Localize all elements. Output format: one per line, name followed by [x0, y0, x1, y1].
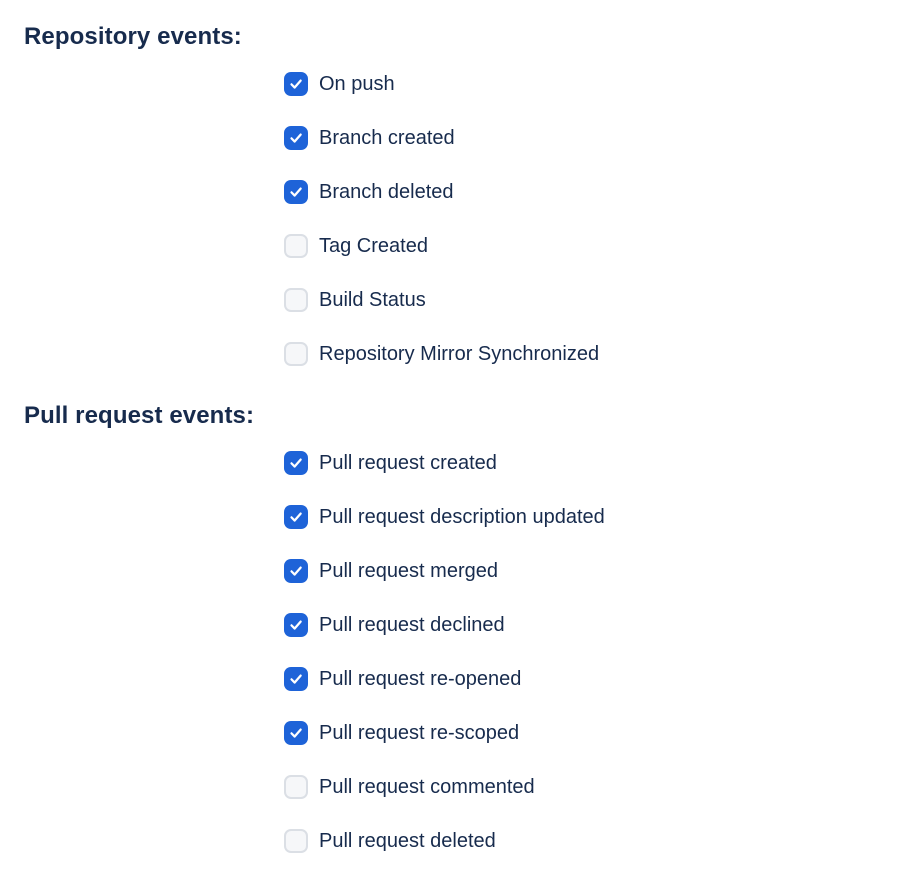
checkbox-label[interactable]: On push [319, 73, 395, 95]
checkmark-icon [290, 458, 302, 468]
checkbox-label[interactable]: Pull request declined [319, 614, 505, 636]
section-title-repository-events: Repository events: [24, 23, 242, 50]
checkbox-label[interactable]: Pull request commented [319, 776, 535, 798]
checkbox-row: Build Status [284, 273, 914, 327]
checkbox-label[interactable]: Pull request deleted [319, 830, 496, 852]
checkbox-label[interactable]: Branch created [319, 127, 455, 149]
checkmark-icon [290, 133, 302, 143]
checkmark-icon [290, 79, 302, 89]
checkmark-icon [290, 566, 302, 576]
checkbox-row: Repository Mirror Synchronized [284, 327, 914, 381]
checkbox-branch-created[interactable] [284, 126, 308, 150]
checkbox-label[interactable]: Tag Created [319, 235, 428, 257]
checkbox-label[interactable]: Pull request re-opened [319, 668, 522, 690]
checkbox-row: Pull request commented [284, 760, 914, 814]
checkbox-pull-request-declined[interactable] [284, 613, 308, 637]
checkbox-label[interactable]: Pull request created [319, 452, 497, 474]
checkbox-row: Pull request description updated [284, 490, 914, 544]
checkmark-icon [290, 674, 302, 684]
checkmark-icon [290, 187, 302, 197]
checkbox-row: Pull request re-scoped [284, 706, 914, 760]
checkbox-tag-created[interactable] [284, 234, 308, 258]
checkbox-pull-request-re-opened[interactable] [284, 667, 308, 691]
checkmark-icon [290, 512, 302, 522]
checkbox-row: Branch created [284, 111, 914, 165]
checkbox-build-status[interactable] [284, 288, 308, 312]
checkbox-on-push[interactable] [284, 72, 308, 96]
checkbox-row: Pull request re-opened [284, 652, 914, 706]
checkbox-label[interactable]: Pull request merged [319, 560, 498, 582]
section-title-pull-request-events: Pull request events: [24, 402, 255, 429]
checkbox-label[interactable]: Repository Mirror Synchronized [319, 343, 600, 365]
checkbox-pull-request-re-scoped[interactable] [284, 721, 308, 745]
checkbox-label[interactable]: Pull request re-scoped [319, 722, 520, 744]
pull-request-events-list: Pull request created Pull request descri… [284, 436, 914, 868]
checkbox-pull-request-deleted[interactable] [284, 829, 308, 853]
checkbox-label[interactable]: Build Status [319, 289, 426, 311]
checkbox-pull-request-commented[interactable] [284, 775, 308, 799]
checkbox-repository-mirror-synchronized[interactable] [284, 342, 308, 366]
checkbox-branch-deleted[interactable] [284, 180, 308, 204]
checkbox-row: Tag Created [284, 219, 914, 273]
checkbox-label[interactable]: Branch deleted [319, 181, 454, 203]
checkbox-row: Pull request deleted [284, 814, 914, 868]
checkmark-icon [290, 620, 302, 630]
checkbox-row: Pull request declined [284, 598, 914, 652]
repository-events-list: On push Branch created Branch deleted Ta… [284, 57, 914, 381]
checkbox-pull-request-description-updated[interactable] [284, 505, 308, 529]
checkbox-pull-request-created[interactable] [284, 451, 308, 475]
checkbox-label[interactable]: Pull request description updated [319, 506, 605, 528]
webhook-events-form: Repository events: On push Branch create… [0, 20, 914, 868]
checkbox-row: Pull request created [284, 436, 914, 490]
checkmark-icon [290, 728, 302, 738]
checkbox-row: On push [284, 57, 914, 111]
checkbox-row: Pull request merged [284, 544, 914, 598]
checkbox-row: Branch deleted [284, 165, 914, 219]
checkbox-pull-request-merged[interactable] [284, 559, 308, 583]
